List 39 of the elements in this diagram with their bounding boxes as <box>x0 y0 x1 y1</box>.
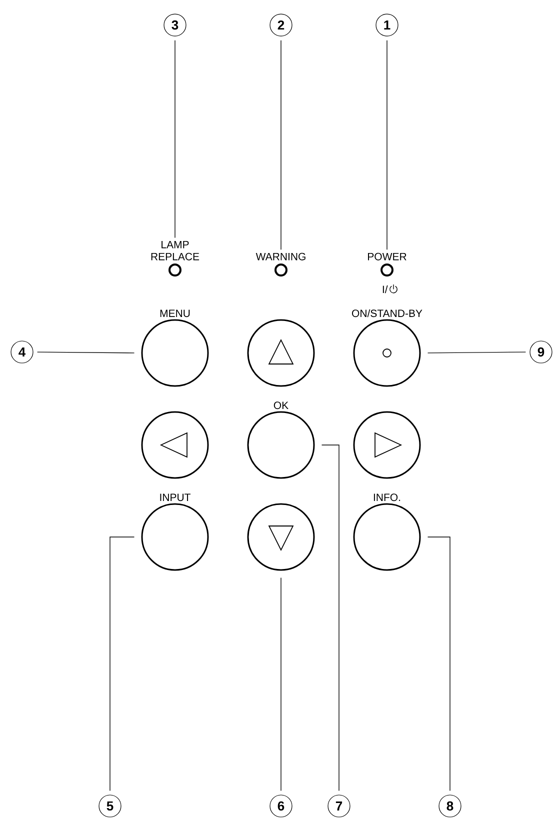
button: MENU <box>141 310 209 387</box>
callout-number: 9 <box>530 340 552 364</box>
node-label: INFO. <box>374 494 400 502</box>
leader-line <box>427 536 450 792</box>
indicator-lamp: LAMP REPLACE <box>151 241 200 276</box>
node-label: WARNING <box>256 252 306 260</box>
callout-number: 6 <box>270 794 292 818</box>
arrow-button <box>247 319 315 387</box>
node-label: MENU <box>160 310 190 318</box>
arrow-button <box>353 411 421 479</box>
callout-number: 8 <box>438 794 462 818</box>
button: INPUT <box>141 494 209 571</box>
node-label: POWER <box>368 252 406 260</box>
leader-line <box>280 577 282 792</box>
leader-line <box>174 40 176 238</box>
node-label: INPUT <box>160 494 190 502</box>
indicator-lamp: POWER <box>368 252 406 276</box>
button: INFO. <box>353 494 421 571</box>
indicator-lamp: WARNING <box>256 252 306 276</box>
leader-line <box>110 536 135 792</box>
callout-number: 3 <box>164 14 186 36</box>
power-button: I/ ON/STAND-BY <box>352 285 422 387</box>
callout-number: 4 <box>10 340 34 364</box>
leader-line <box>427 352 526 354</box>
arrow-button <box>247 503 315 571</box>
button: OK <box>247 402 315 479</box>
leader-line <box>386 40 388 250</box>
callout-number: 2 <box>270 14 292 36</box>
node-label: LAMP REPLACE <box>151 240 200 260</box>
callout-number: 7 <box>328 794 350 818</box>
arrow-button <box>141 411 209 479</box>
leader-line <box>36 352 135 354</box>
callout-number: 5 <box>98 794 122 818</box>
node-label: ON/STAND-BY <box>352 309 422 318</box>
node-label: I/ <box>382 285 388 294</box>
node-label: OK <box>274 402 288 410</box>
callout-number: 1 <box>376 14 398 36</box>
leader-line <box>321 444 340 792</box>
leader-line <box>280 40 282 250</box>
